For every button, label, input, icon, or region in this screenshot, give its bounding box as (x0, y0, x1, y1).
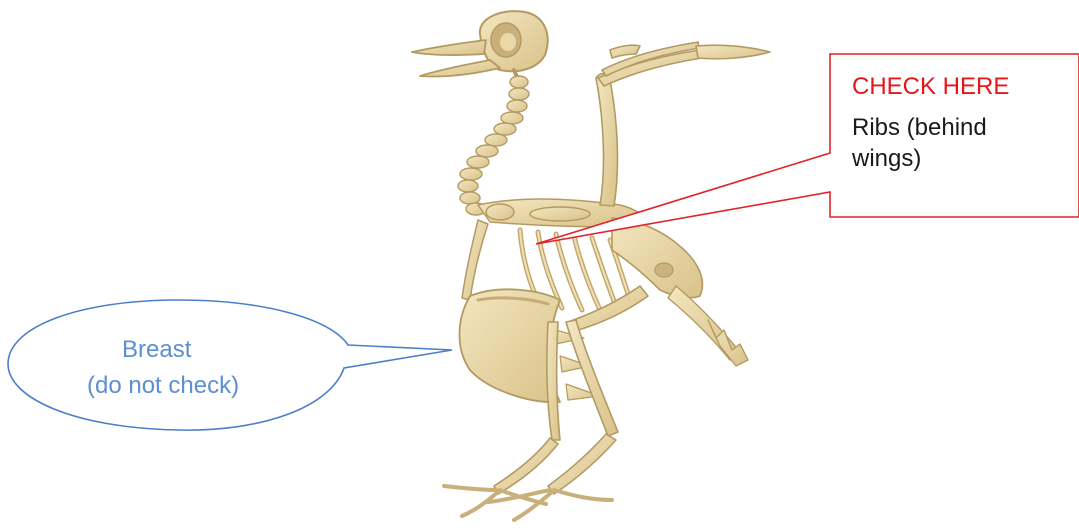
bird-skeleton-illustration (412, 11, 770, 520)
breast-callout-shape (8, 300, 452, 430)
tail-bones (668, 286, 748, 366)
ribs-callout-line-1: Ribs (behind (852, 112, 987, 143)
ribs-callout-line-2: wings) (852, 143, 987, 174)
coracoid (462, 220, 488, 300)
breast-callout-note: (do not check) (87, 370, 239, 402)
breast-callout-title: Breast (122, 334, 191, 366)
neck-vertebrae (458, 76, 529, 215)
sternum-keel (460, 289, 561, 402)
skull (412, 11, 548, 84)
ribs-callout-heading: CHECK HERE (852, 72, 1009, 102)
feet (444, 486, 612, 520)
ribs-callout-body: Ribs (behind wings) (852, 112, 987, 174)
